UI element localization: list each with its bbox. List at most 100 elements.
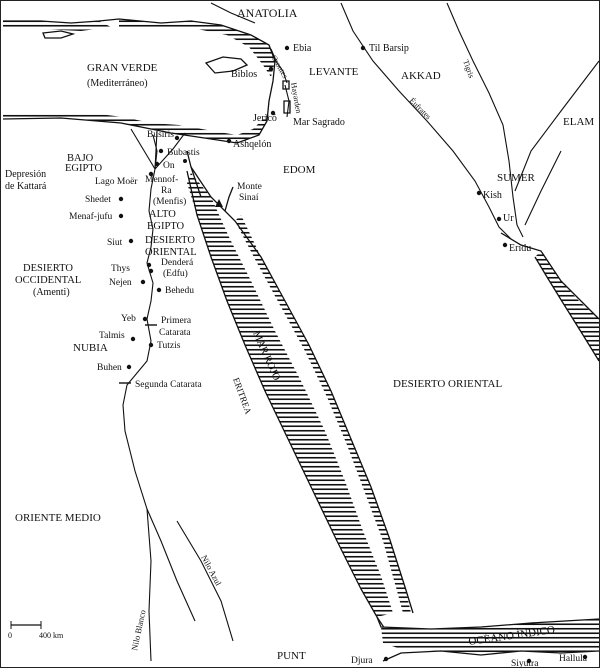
red-sea-west-coast xyxy=(186,170,394,642)
label-dendera: Denderá xyxy=(161,258,194,268)
karun-river xyxy=(524,150,562,226)
label-kish: Kish xyxy=(483,190,502,201)
label-oriental-egipto: ORIENTAL xyxy=(145,247,197,258)
label-sumer: SUMER xyxy=(497,172,536,184)
label-akkad: AKKAD xyxy=(401,70,441,82)
label-mediterraneo: (Mediterráneo) xyxy=(87,78,148,89)
label-bajo: BAJO xyxy=(67,153,94,164)
label-eridu: Eridu xyxy=(509,243,531,254)
scale-zero: 0 xyxy=(8,631,12,640)
label-alto-egipto: EGIPTO xyxy=(147,221,185,232)
indian-ocean-coast-north xyxy=(376,616,600,630)
euphrates-river xyxy=(340,2,512,240)
label-primera: Primera xyxy=(161,316,192,326)
label-amenti: (Amenti) xyxy=(33,287,70,298)
sea-of-galilee xyxy=(282,80,290,90)
label-ashqelon: Ashqelón xyxy=(233,139,271,150)
label-biblos: Biblos xyxy=(231,69,257,80)
label-nilo-blanco: Nilo Blanco xyxy=(129,609,147,652)
label-yeb: Yeb xyxy=(121,314,136,324)
label-levante: LEVANTE xyxy=(309,66,359,78)
label-thys: Thys xyxy=(111,264,130,274)
crete-island xyxy=(42,30,76,39)
label-nejen: Nejen xyxy=(109,278,132,288)
label-buhen: Buhen xyxy=(97,363,122,373)
anatolia-west-hatching xyxy=(3,21,111,31)
label-menaf-jufu: Menaf-jufu xyxy=(69,211,113,222)
label-segunda-catarata: Segunda Catarata xyxy=(135,380,203,390)
label-nubia: NUBIA xyxy=(73,342,108,354)
label-busiris: Busiris xyxy=(147,130,174,140)
label-siut: Siut xyxy=(107,238,123,248)
blue-nile xyxy=(176,520,234,642)
label-lago-moer: Lago Moër xyxy=(95,177,138,187)
label-anatolia: ANATOLIA xyxy=(237,6,298,20)
nile-delta-west xyxy=(130,128,156,170)
label-eufrates: Éufrates xyxy=(408,95,434,121)
mediterranean-coastline xyxy=(2,18,276,144)
indian-ocean-coast-south xyxy=(382,650,600,662)
red-sea-east-coast-hatching xyxy=(235,215,411,613)
nile-delta-east xyxy=(154,132,186,170)
label-hallula: Hallula xyxy=(559,654,588,664)
label-ur: Ur xyxy=(503,213,514,224)
nile-river xyxy=(122,134,196,622)
label-talmis: Talmis xyxy=(99,331,125,341)
indian-ocean-hatching xyxy=(381,619,599,655)
label-catarata: Catarata xyxy=(159,328,191,338)
label-de-kattara: de Kattará xyxy=(5,181,47,192)
label-monte: Monte xyxy=(237,182,262,192)
label-mennof: Mennof- xyxy=(145,174,178,185)
label-ra: Ra xyxy=(161,186,172,196)
cyprus-island xyxy=(204,56,249,74)
label-menfis: (Menfis) xyxy=(153,196,186,207)
red-sea-east-coast xyxy=(190,166,414,614)
white-nile xyxy=(146,508,152,662)
label-desierto-oriental-arabia: DESIERTO ORIENTAL xyxy=(393,378,502,390)
label-desierto-oriental-egipto: DESIERTO xyxy=(145,235,195,246)
label-bajo-egipto: EGIPTO xyxy=(65,163,103,174)
dead-sea xyxy=(283,100,291,114)
label-edom: EDOM xyxy=(283,164,316,176)
label-elam: ELAM xyxy=(563,116,594,128)
label-tutzis: Tutzis xyxy=(157,341,181,351)
label-hayarden: Hayarden xyxy=(289,82,303,114)
label-depresion: Depresión xyxy=(5,169,46,180)
label-punt: PUNT xyxy=(277,650,306,662)
label-mar-sagrado: Mar Sagrado xyxy=(293,117,345,128)
label-edfu: (Edfu) xyxy=(163,268,188,279)
label-til-barsip: Til Barsip xyxy=(369,43,409,54)
label-sinai: Sinaí xyxy=(239,193,259,203)
label-behedu: Behedu xyxy=(165,286,194,296)
label-bubastis: Bubastis xyxy=(167,148,200,158)
scale-bar xyxy=(10,621,42,629)
label-gran-verde: GRAN VERDE xyxy=(87,62,158,74)
anatolia-coast-hatching xyxy=(119,19,275,77)
label-djura: Djura xyxy=(351,656,373,666)
zagros-river xyxy=(514,60,600,192)
persian-gulf-hatching xyxy=(535,251,599,361)
sinai-gulf-west xyxy=(186,150,202,198)
label-desierto-occidental: DESIERTO xyxy=(23,263,73,274)
red-sea-hatching xyxy=(187,173,393,617)
label-oriente-medio: ORIENTE MEDIO xyxy=(15,512,101,524)
scale-distance: 400 km xyxy=(39,631,64,640)
label-alto: ALTO xyxy=(149,209,176,220)
label-shedet: Shedet xyxy=(85,195,111,205)
sinai-gulf-east xyxy=(224,186,234,212)
orontes-river xyxy=(270,48,288,84)
label-jerico: Jericó xyxy=(253,113,277,124)
mediterranean-coast-hatching xyxy=(3,113,269,143)
persian-gulf-coast xyxy=(500,232,600,320)
label-on: On xyxy=(163,161,175,171)
anatolia-river xyxy=(210,2,256,24)
city-markers xyxy=(118,45,588,664)
label-eritrea: ERITREA xyxy=(231,376,254,416)
label-occidental: OCCIDENTAL xyxy=(15,275,81,286)
label-ebla: Ebia xyxy=(293,43,312,54)
label-siyutra: Siyutra xyxy=(511,659,539,669)
tigris-river xyxy=(446,2,524,238)
persian-gulf-coast-2 xyxy=(534,256,600,362)
